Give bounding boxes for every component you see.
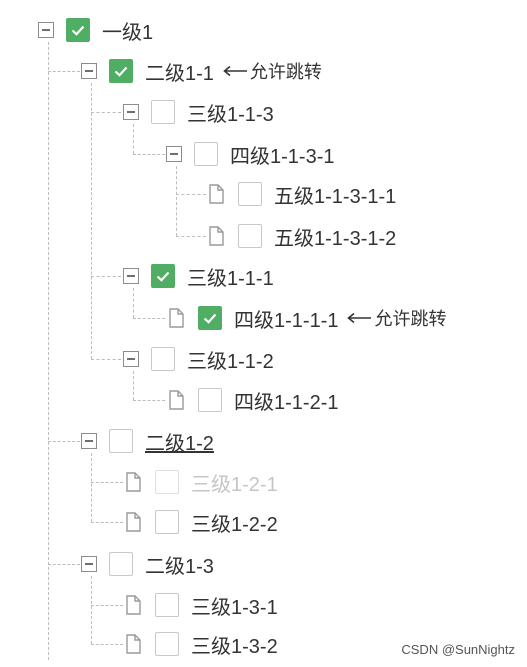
annotation-text: 允许跳转 (374, 309, 447, 329)
tree-guide-line (91, 453, 92, 522)
arrow-left-icon (347, 312, 372, 324)
node-label[interactable]: 二级1-1 (145, 62, 214, 85)
tree-node-level3-disabled: 三级1-2-1 (123, 470, 278, 496)
node-checkbox[interactable] (66, 18, 90, 42)
tree-guide-line (176, 166, 177, 236)
tree-guide-line (91, 605, 123, 606)
check-icon (114, 66, 128, 77)
collapse-toggle-icon[interactable] (123, 268, 139, 284)
node-checkbox-disabled (155, 470, 179, 494)
tree-guide-line (133, 400, 165, 401)
document-icon (126, 595, 141, 615)
node-checkbox[interactable] (151, 100, 175, 124)
node-checkbox[interactable] (109, 59, 133, 83)
collapse-toggle-icon[interactable] (123, 351, 139, 367)
tree-guide-line (48, 71, 80, 72)
tree-node-level4[interactable]: 四级1-1-1-1 允许跳转 (166, 305, 446, 332)
tree-guide-line (91, 522, 123, 523)
tree-guide-line (91, 276, 121, 277)
tree-node-level2[interactable]: 二级1-3 (81, 552, 214, 578)
node-label[interactable]: 三级1-1-2 (187, 350, 274, 373)
node-label[interactable]: 四级1-1-2-1 (234, 391, 339, 414)
tree-guide-line (133, 371, 134, 400)
tree-node-level2[interactable]: 二级1-1 允许跳转 (81, 58, 322, 85)
collapse-toggle-icon[interactable] (38, 22, 54, 38)
node-label[interactable]: 二级1-3 (145, 555, 214, 578)
tree-node-level4[interactable]: 四级1-1-3-1 (166, 142, 335, 168)
node-label[interactable]: 三级1-2-2 (191, 513, 278, 536)
node-label[interactable]: 三级1-1-1 (187, 267, 274, 290)
collapse-toggle-icon[interactable] (81, 63, 97, 79)
tree-guide-line (176, 236, 206, 237)
node-checkbox[interactable] (155, 593, 179, 617)
node-checkbox[interactable] (155, 510, 179, 534)
tree-guide-line (133, 318, 165, 319)
tree-guide-line (91, 359, 121, 360)
tree-guide-line (133, 124, 134, 154)
document-icon (169, 308, 184, 328)
arrow-left-icon (223, 65, 247, 77)
document-icon (126, 472, 141, 492)
document-icon (169, 390, 184, 410)
node-checkbox[interactable] (109, 552, 133, 576)
tree-node-level3[interactable]: 三级1-1-1 (123, 264, 274, 290)
annotation-note: 允许跳转 (222, 58, 322, 84)
node-checkbox[interactable] (151, 264, 175, 288)
annotation-note: 允许跳转 (346, 305, 446, 331)
document-icon (126, 634, 141, 654)
node-label[interactable]: 五级1-1-3-1-2 (274, 227, 397, 250)
annotation-text: 允许跳转 (249, 62, 322, 82)
tree-guide-line (48, 564, 80, 565)
node-checkbox[interactable] (238, 182, 262, 206)
node-label[interactable]: 一级1 (102, 21, 154, 44)
collapse-toggle-icon[interactable] (81, 556, 97, 572)
node-label[interactable]: 三级1-3-2 (191, 635, 278, 658)
collapse-toggle-icon[interactable] (166, 146, 182, 162)
node-label[interactable]: 四级1-1-3-1 (230, 145, 335, 168)
node-checkbox[interactable] (238, 224, 262, 248)
node-checkbox[interactable] (109, 429, 133, 453)
tree-guide-line (91, 644, 123, 645)
node-label[interactable]: 五级1-1-3-1-1 (274, 185, 397, 208)
node-label: 三级1-2-1 (191, 473, 278, 496)
tree-node-level1[interactable]: 一级1 (38, 18, 154, 44)
tree-node-level3[interactable]: 三级1-3-2 (123, 632, 278, 658)
tree-guide-line (91, 83, 92, 359)
tree-node-level5[interactable]: 五级1-1-3-1-2 (206, 224, 397, 250)
tree-guide-line (91, 482, 123, 483)
tree-node-level3[interactable]: 三级1-3-1 (123, 593, 278, 619)
node-checkbox[interactable] (151, 347, 175, 371)
document-icon (126, 512, 141, 532)
node-checkbox[interactable] (194, 142, 218, 166)
document-icon (209, 184, 224, 204)
tree-guide-line (48, 441, 80, 442)
tree-guide-line (176, 194, 206, 195)
watermark: CSDN @SunNightz (401, 642, 515, 657)
check-icon (156, 271, 170, 282)
tree-node-level4[interactable]: 四级1-1-2-1 (166, 388, 339, 414)
tree-node-level3[interactable]: 三级1-2-2 (123, 510, 278, 536)
tree-guide-line (133, 154, 165, 155)
tree-guide-line (91, 112, 121, 113)
collapse-toggle-icon[interactable] (123, 104, 139, 120)
tree-node-level3[interactable]: 三级1-1-3 (123, 100, 274, 126)
node-label[interactable]: 三级1-1-3 (187, 103, 274, 126)
node-label[interactable]: 四级1-1-1-1 (234, 309, 339, 332)
check-icon (203, 313, 217, 324)
tree-guide-line (48, 42, 49, 660)
node-label[interactable]: 二级1-2 (145, 432, 214, 455)
node-checkbox[interactable] (198, 306, 222, 330)
tree-node-level3[interactable]: 三级1-1-2 (123, 347, 274, 373)
tree-node-level2[interactable]: 二级1-2 (81, 429, 214, 455)
collapse-toggle-icon[interactable] (81, 433, 97, 449)
tree-node-level5[interactable]: 五级1-1-3-1-1 (206, 182, 397, 208)
node-checkbox[interactable] (198, 388, 222, 412)
tree-guide-line (133, 288, 134, 318)
node-checkbox[interactable] (155, 632, 179, 656)
node-label[interactable]: 三级1-3-1 (191, 596, 278, 619)
tree-guide-line (91, 576, 92, 644)
check-icon (71, 25, 85, 36)
document-icon (209, 226, 224, 246)
